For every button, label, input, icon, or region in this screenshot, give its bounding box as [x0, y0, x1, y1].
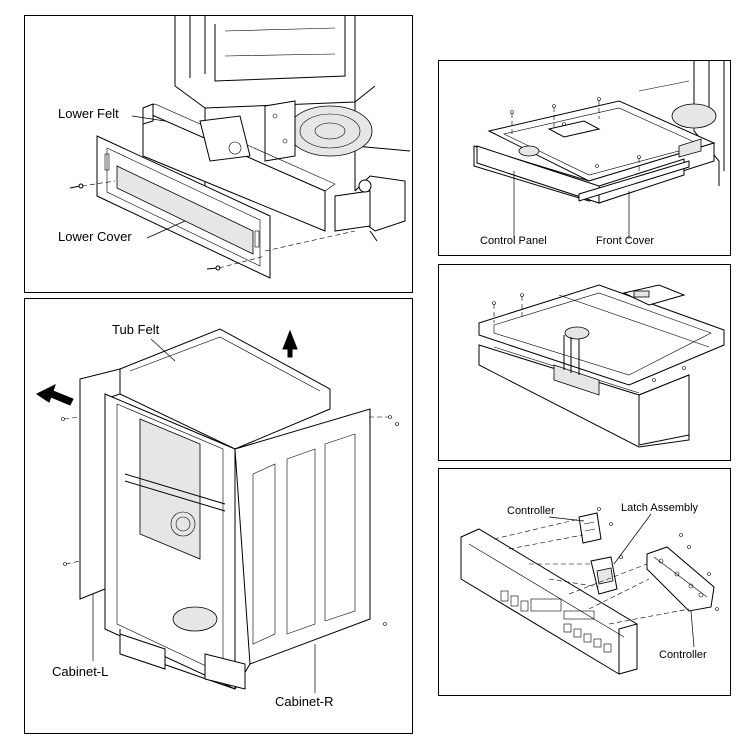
label-cabinet-l: Cabinet-L: [52, 664, 109, 679]
label-cabinet-r: Cabinet-R: [275, 694, 334, 709]
label-lower-cover: Lower Cover: [58, 229, 132, 244]
controller-drawing: [460, 507, 719, 675]
label-latch-assembly: Latch Assembly: [621, 502, 699, 514]
lower-cover-drawing: [69, 16, 411, 279]
panel-lower-cover: Lower Felt Lower Cover: [24, 15, 413, 293]
panel-cabinet: Tub Felt Cabinet-L Cabinet-R: [24, 298, 413, 734]
label-controller-bottom: Controller: [659, 649, 707, 661]
label-controller-top: Controller: [507, 505, 555, 517]
label-tub-felt: Tub Felt: [112, 322, 160, 337]
label-lower-felt: Lower Felt: [58, 106, 119, 121]
panel-controller: Controller Latch Assembly Controller: [438, 468, 731, 696]
label-front-cover: Front Cover: [596, 235, 655, 247]
open-panel-drawing: [478, 284, 725, 448]
label-control-panel: Control Panel: [480, 235, 547, 247]
cabinet-drawing: [36, 328, 399, 693]
panel-control-panel: Control Panel Front Cover: [438, 60, 731, 256]
panel-open-panel: [438, 264, 731, 461]
control-panel-drawing: [473, 61, 725, 239]
